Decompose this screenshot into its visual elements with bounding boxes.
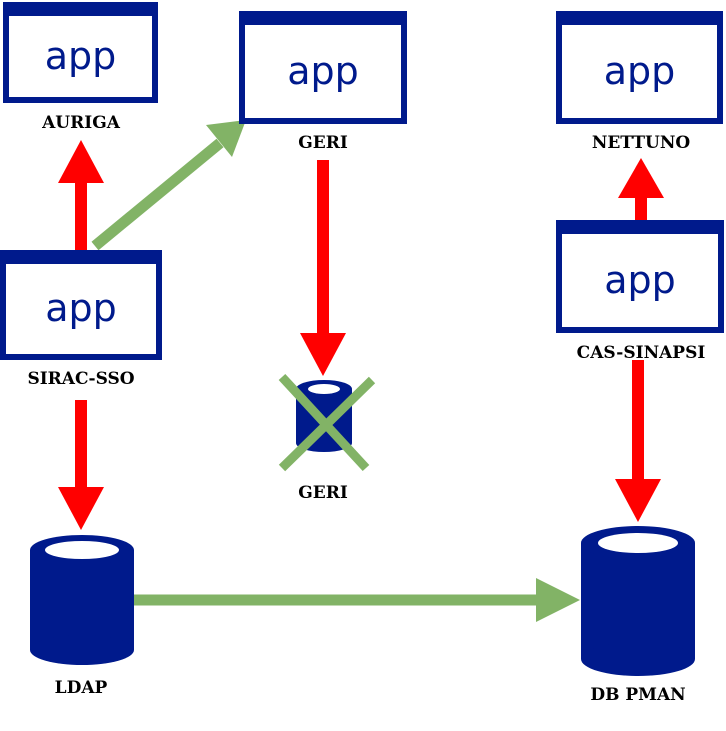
cross-out-icon: [278, 373, 376, 472]
nettuno-label: NETTUNO: [591, 133, 691, 153]
db-pman-label: DB PMAN: [590, 685, 686, 705]
sirac-sso-app-text: app: [45, 286, 117, 331]
cas-sinapsi-label: CAS-SINAPSI: [576, 343, 706, 363]
arrow-sirac-to-geri-app: [91, 120, 246, 251]
cas-sinapsi-app-icon: app: [556, 220, 724, 333]
sirac-sso-label: SIRAC-SSO: [27, 369, 135, 389]
sirac-sso-app-icon: app: [0, 250, 162, 360]
ldap-database-icon: [30, 535, 134, 665]
arrow-ldap-to-dbpman: [133, 578, 580, 622]
geri-db-label: GERI: [298, 483, 348, 503]
nettuno-app-text: app: [603, 48, 676, 93]
geri-app-text: app: [287, 48, 359, 93]
arrow-geri-app-to-geri-db: [300, 160, 346, 376]
cas-sinapsi-app-text: app: [604, 257, 676, 302]
geri-app-icon: app: [239, 11, 407, 124]
arrow-sirac-to-auriga: [58, 140, 104, 250]
dbpman-database-icon: [581, 526, 695, 676]
arrow-sirac-to-ldap: [58, 400, 104, 530]
geri-app-label: GERI: [298, 133, 348, 153]
nettuno-app-icon: app: [556, 11, 723, 124]
arrow-cas-to-nettuno: [618, 158, 664, 220]
arrow-cas-to-dbpman: [615, 360, 661, 522]
ldap-label: LDAP: [54, 678, 108, 698]
auriga-app-text: app: [44, 33, 117, 78]
auriga-app-icon: app: [3, 2, 158, 103]
auriga-label: AURIGA: [42, 113, 120, 133]
